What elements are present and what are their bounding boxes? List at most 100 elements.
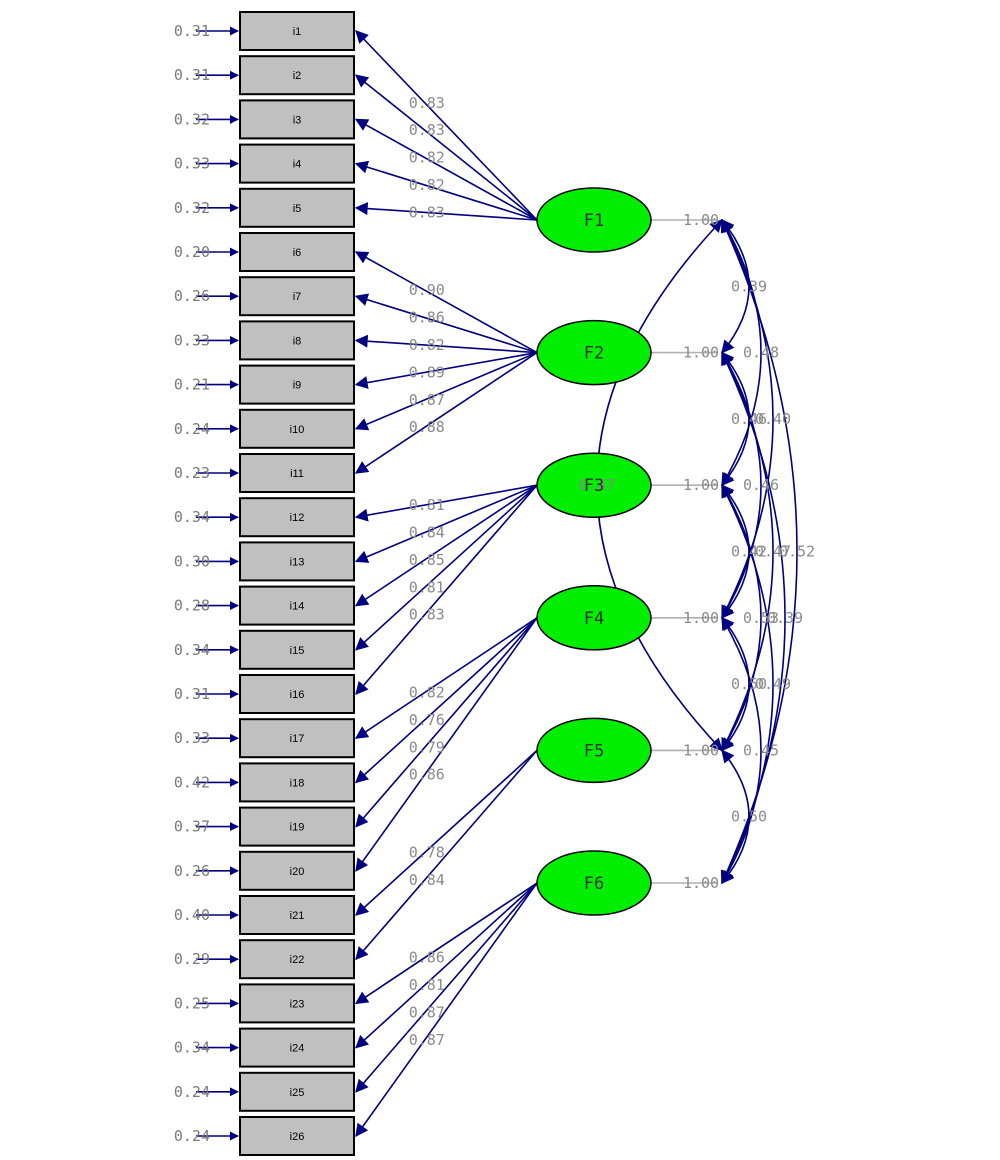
error-variance-label: 0.33	[174, 155, 210, 173]
item-box-i20	[239, 850, 355, 891]
error-variance-label: 0.32	[174, 110, 210, 128]
error-variance-label: 0.29	[174, 950, 210, 968]
item-label: i26	[290, 1131, 305, 1143]
loading-arrow-i26	[355, 882, 538, 1138]
item-label: i16	[290, 689, 305, 701]
covariance-curve-F5-F6	[721, 749, 750, 885]
covariance-value-label: 0.46	[731, 410, 767, 428]
item-box-i8	[239, 320, 355, 361]
factor-node-F3	[536, 452, 652, 518]
loading-arrow-i14	[354, 484, 538, 607]
covariance-value-label: 0.53	[743, 609, 779, 627]
item-box-i19	[239, 806, 355, 847]
factor-variance-label: 1.00	[683, 609, 719, 627]
item-label: i24	[290, 1043, 305, 1055]
covariance-value-label: 0.39	[731, 277, 767, 295]
item-label: i20	[290, 866, 305, 878]
loading-value-label: 0.87	[409, 391, 445, 409]
factor-variance-label: 1.00	[683, 344, 719, 362]
error-variance-label: 0.24	[174, 1127, 210, 1145]
loading-arrow-i25	[355, 882, 538, 1093]
error-variance-label: 0.31	[174, 22, 210, 40]
factor-node-F5	[536, 717, 652, 784]
loading-value-label: 0.82	[409, 176, 445, 194]
loading-value-label: 0.82	[409, 336, 445, 354]
loading-value-label: 0.79	[409, 738, 445, 756]
item-box-i4	[239, 143, 355, 184]
item-label: i7	[293, 291, 302, 303]
node-layer	[239, 11, 652, 1156]
loading-value-label: 0.86	[409, 766, 445, 784]
covariance-curve-F1-F3	[721, 218, 762, 487]
loading-value-label: 0.88	[409, 418, 445, 436]
error-variance-label: 0.21	[174, 376, 210, 394]
loading-arrow-i6	[354, 251, 538, 354]
item-box-i13	[239, 541, 355, 582]
item-box-i18	[239, 762, 355, 803]
label-layer: i10.310.83i20.310.83i30.320.82i40.330.82…	[174, 22, 815, 1145]
covariance-value-label: 0.52	[779, 543, 815, 561]
item-label: i17	[290, 733, 305, 745]
loading-value-label: 0.90	[409, 281, 445, 299]
factor-label: F3	[584, 476, 604, 496]
item-label: i1	[293, 26, 302, 38]
loading-value-label: 0.82	[409, 683, 445, 701]
loading-value-label: 0.83	[409, 606, 445, 624]
factor-variance-label: 1.00	[683, 211, 719, 229]
loading-arrow-i8	[354, 334, 538, 354]
error-variance-label: 0.33	[174, 331, 210, 349]
loading-arrow-i23	[354, 882, 538, 1005]
item-box-i25	[239, 1071, 355, 1112]
factor-label: F4	[584, 609, 604, 629]
loading-arrow-i18	[355, 617, 538, 784]
item-box-i12	[239, 497, 355, 538]
loading-value-label: 0.82	[409, 149, 445, 167]
factor-variance-label: 1.00	[683, 741, 719, 759]
loading-arrow-i2	[354, 74, 538, 221]
error-variance-label: 0.26	[174, 287, 210, 305]
item-box-i23	[239, 983, 355, 1024]
item-box-i10	[239, 408, 355, 449]
loading-value-label: 0.84	[409, 871, 445, 889]
item-box-i21	[239, 895, 355, 935]
item-box-i5	[239, 187, 355, 228]
error-variance-label: 0.34	[174, 508, 210, 526]
item-box-i1	[239, 11, 355, 51]
loading-value-label: 0.87	[409, 1003, 445, 1021]
error-variance-label: 0.20	[174, 243, 210, 261]
item-box-i26	[239, 1116, 355, 1156]
error-variance-label: 0.30	[174, 552, 210, 570]
loading-arrow-i13	[354, 484, 538, 563]
factor-label: F1	[584, 211, 604, 231]
error-variance-label: 0.31	[174, 685, 210, 703]
covariance-curve-F2-F4	[721, 351, 762, 619]
item-label: i8	[293, 335, 302, 347]
loading-arrow-i1	[355, 30, 538, 221]
item-label: i2	[293, 70, 302, 82]
item-box-i7	[239, 276, 355, 317]
covariance-value-label: 0.49	[755, 675, 791, 693]
factor-variance-label: 1.00	[683, 874, 719, 892]
item-box-i11	[239, 453, 355, 493]
factor-node-F4	[536, 585, 652, 651]
error-variance-label: 0.28	[174, 597, 210, 615]
item-label: i18	[290, 777, 305, 789]
factor-label: F6	[584, 874, 604, 894]
loading-arrow-i10	[354, 351, 538, 431]
item-label: i14	[290, 601, 305, 613]
item-label: i12	[290, 512, 305, 524]
item-box-i6	[239, 232, 355, 272]
item-label: i25	[290, 1087, 305, 1099]
error-variance-label: 0.24	[174, 420, 210, 438]
connector-layer	[196, 26, 798, 1141]
item-box-i17	[239, 718, 355, 759]
item-label: i15	[290, 645, 305, 657]
loading-arrow-i20	[355, 617, 538, 872]
error-variance-label: 0.33	[174, 729, 210, 747]
loading-arrow-i16	[355, 484, 538, 695]
loading-value-label: 0.83	[409, 121, 445, 139]
item-box-i22	[239, 939, 355, 980]
error-variance-label: 0.24	[174, 1083, 210, 1101]
error-variance-label: 0.37	[174, 818, 210, 836]
